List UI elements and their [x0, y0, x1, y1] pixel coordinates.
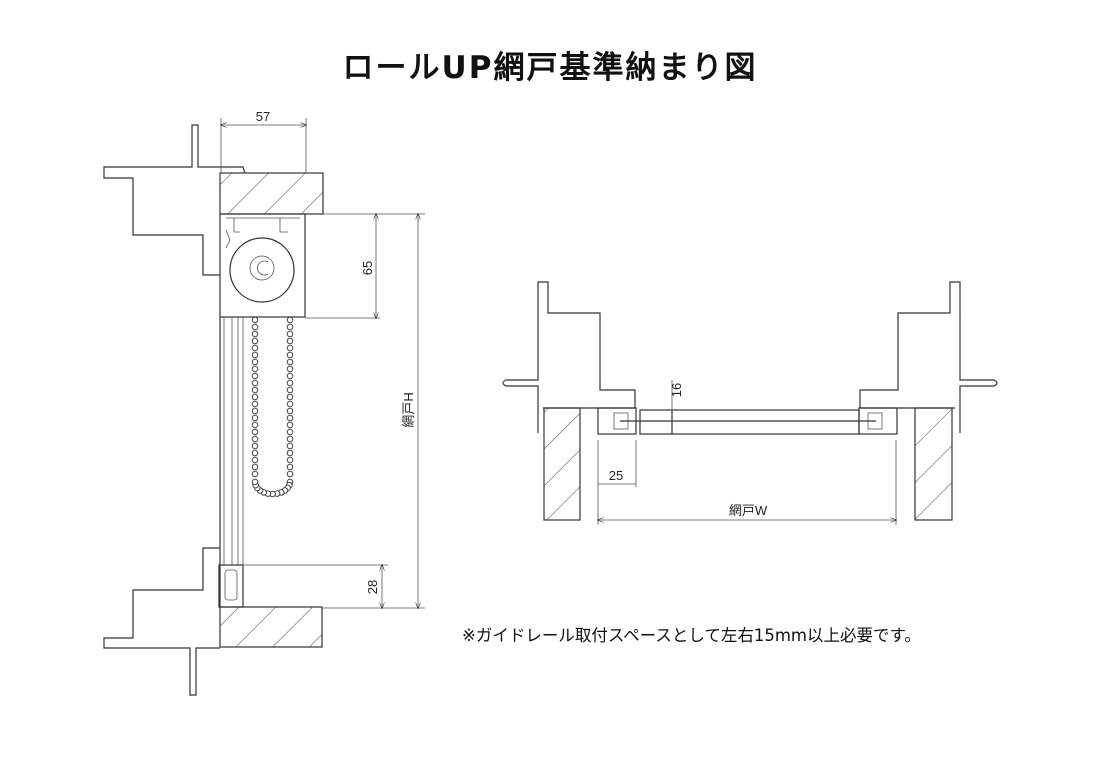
chain-bead: [251, 449, 259, 457]
chain-bead: [251, 421, 259, 429]
chain-bead: [251, 330, 259, 338]
chain-bead: [286, 344, 294, 352]
bottom-bar: [218, 564, 244, 608]
chain-bead: [251, 456, 259, 464]
pull-chain: [251, 316, 294, 498]
chain-bead: [251, 400, 259, 408]
dim-width-57: 57: [256, 109, 270, 124]
chain-bead: [251, 442, 259, 450]
chain-bead: [286, 351, 294, 359]
chain-bead: [286, 330, 294, 338]
chain-bead: [286, 442, 294, 450]
chain-bead: [251, 323, 259, 331]
chain-bead: [286, 379, 294, 387]
horizontal-section: 16 25 網戸W: [502, 281, 998, 525]
roller-housing: [219, 213, 306, 318]
dim-depth-16: 16: [669, 383, 684, 397]
chain-bead: [286, 414, 294, 422]
left-jamb-block: [543, 407, 581, 521]
upper-head-block: [219, 172, 324, 215]
chain-bead: [251, 337, 259, 345]
chain-bead: [251, 351, 259, 359]
chain-bead: [286, 323, 294, 331]
right-jamb-block: [914, 407, 953, 521]
chain-bead: [286, 449, 294, 457]
upper-wall-frame: [103, 124, 246, 276]
chain-bead: [251, 435, 259, 443]
chain-bead: [286, 456, 294, 464]
chain-bead: [286, 421, 294, 429]
lower-wall-frame: [103, 547, 220, 696]
chain-bead: [251, 414, 259, 422]
chain-bead: [251, 372, 259, 380]
chain-bead: [286, 435, 294, 443]
chain-bead: [286, 337, 294, 345]
chain-bead: [251, 428, 259, 436]
dim-screen-height: 網戸H: [401, 392, 416, 427]
left-jamb-frame: [502, 281, 636, 433]
rail-lines: [219, 317, 244, 607]
chain-bead: [251, 344, 259, 352]
right-jamb-frame: [859, 281, 998, 433]
vertical-section: 57 65 網戸H 28: [103, 109, 425, 696]
dim-box-height-65: 65: [360, 261, 375, 275]
installation-note: ※ガイドレール取付スペースとして左右15mm以上必要です。: [462, 626, 921, 645]
chain-bead: [251, 386, 259, 394]
screen-mesh: [671, 409, 860, 435]
screen-pull-bar: [639, 409, 673, 435]
chain-bead: [286, 372, 294, 380]
chain-bead: [286, 463, 294, 471]
dim-rail-width-25: 25: [609, 468, 623, 483]
chain-bead: [286, 386, 294, 394]
chain-bead: [286, 400, 294, 408]
chain-bead: [286, 365, 294, 373]
chain-bead: [251, 316, 259, 324]
chain-bead: [286, 470, 294, 478]
chain-bead: [251, 463, 259, 471]
drawing-title: ロールUP網戸基準納まり図: [342, 50, 758, 86]
chain-bead: [251, 365, 259, 373]
chain-bead: [251, 393, 259, 401]
sill-block: [219, 606, 323, 648]
chain-bead: [251, 407, 259, 415]
chain-bead: [251, 478, 259, 486]
chain-bead: [286, 358, 294, 366]
dim-bottom-rail-28: 28: [365, 580, 380, 594]
chain-bead: [286, 428, 294, 436]
roller-drum: [229, 237, 295, 303]
dim-screen-width: 網戸W: [729, 503, 768, 518]
chain-bead: [286, 393, 294, 401]
chain-bead: [251, 379, 259, 387]
chain-bead: [286, 407, 294, 415]
chain-bead: [286, 316, 294, 324]
chain-bead: [251, 358, 259, 366]
chain-bead: [251, 470, 259, 478]
